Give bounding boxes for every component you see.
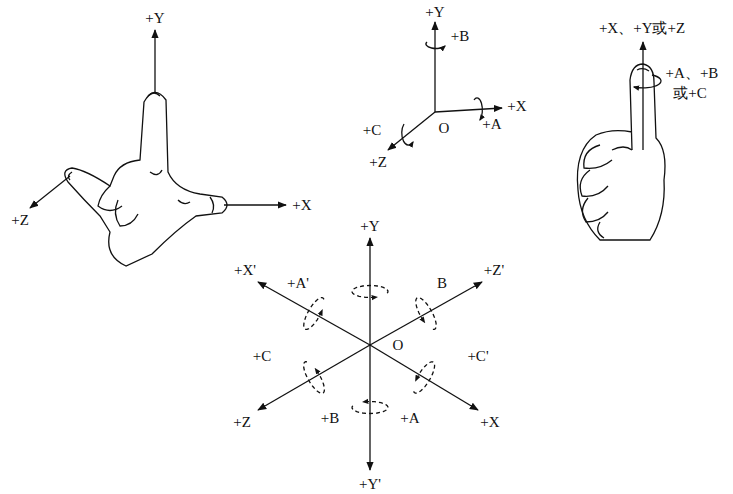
axis-label: 或+C (673, 85, 706, 102)
right-hand (577, 42, 665, 240)
axis-label: B (437, 275, 447, 292)
axis-label: +B (451, 28, 469, 45)
left-hand (30, 30, 286, 266)
axis-label: +A (400, 410, 419, 427)
axis-line (370, 345, 478, 410)
axis-label: +X、+Y或+Z (599, 20, 685, 37)
axis-line (258, 282, 370, 345)
axis-label: +Y (425, 4, 444, 21)
rotation-arrow (304, 362, 325, 394)
axis-label: +X (292, 197, 311, 214)
axis-label: +X' (234, 262, 256, 279)
axis-label: +C (253, 348, 271, 365)
axis-label: +X (480, 414, 499, 431)
axis-line (258, 345, 370, 410)
axis-label: +Z (233, 414, 251, 431)
axis-label: +A (482, 116, 501, 133)
axis-label: +X (507, 98, 526, 115)
rotation-arrow (352, 286, 388, 298)
rotation-arrow (352, 402, 388, 414)
axis-label: +Z (11, 212, 29, 229)
axis-line (369, 345, 370, 470)
six-axis-star (258, 238, 482, 470)
axis-line (369, 238, 370, 345)
axis-label: +Y (145, 10, 164, 27)
axis-label: +Z (369, 154, 387, 171)
axis-triad (388, 22, 502, 150)
axis-label: +C (363, 122, 381, 139)
axis-label: +A' (287, 275, 309, 292)
axis-label: +B (321, 410, 339, 427)
rotation-arrow (416, 298, 437, 330)
axis-label: O (439, 120, 450, 137)
axis-label: +Z' (484, 262, 504, 279)
axis-label: +Y (360, 218, 379, 235)
axis-line (370, 282, 482, 345)
axis-label: +A、+B (666, 65, 719, 82)
axis-label: +Y' (359, 476, 381, 493)
axis-label: O (393, 337, 404, 354)
rotation-arrow (304, 298, 324, 330)
axis-label: +C' (467, 348, 488, 365)
rotation-arrow (414, 362, 435, 393)
